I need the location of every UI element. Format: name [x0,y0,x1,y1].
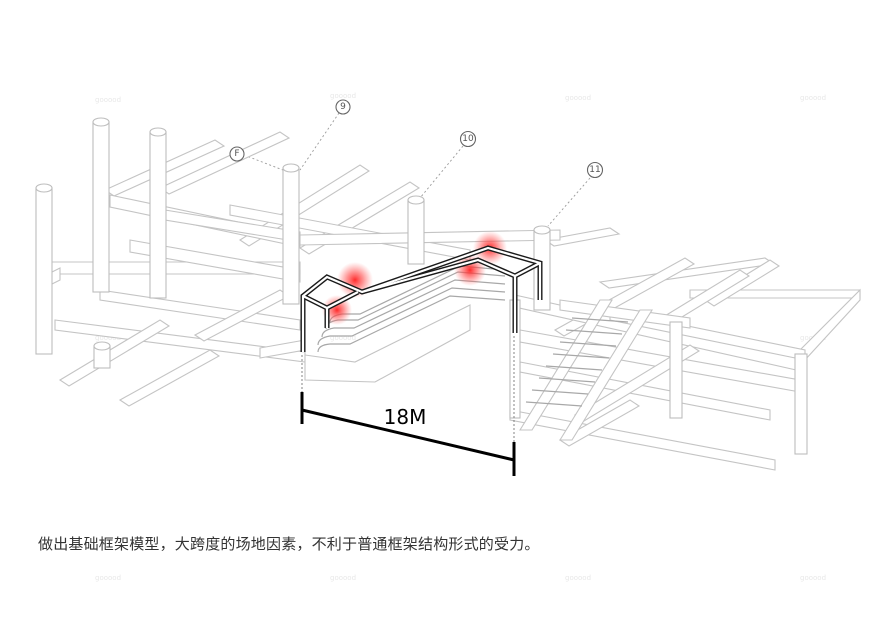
grid-axis-10: 10 [459,130,477,148]
column [93,341,111,369]
grid-axis-11: 11 [586,161,604,179]
svg-text:gooood: gooood [565,574,591,582]
grid-axis-lines [243,112,591,227]
highlighted-span-frame [300,245,543,352]
grid-axis-label: 10 [462,134,474,144]
grid-axis-f: F [229,146,245,162]
column [282,163,300,305]
grid-axis-bubble-icon [459,130,477,148]
svg-text:gooood: gooood [330,574,356,582]
diagram-caption: 做出基础框架模型，大跨度的场地因素，不利于普通框架结构形式的受力。 [38,535,540,553]
column [92,117,110,293]
svg-text:gooood: gooood [95,96,121,104]
svg-text:gooood: gooood [800,94,826,102]
grid-axis-bubble-icon [229,146,245,162]
svg-text:gooood: gooood [330,92,356,100]
grid-axis-bubble-icon [335,99,351,115]
grid-axis-bubble-icon [586,161,604,179]
span-dimension: 18M [300,336,516,476]
svg-text:gooood: gooood [800,574,826,582]
svg-text:gooood: gooood [330,334,356,342]
column [149,127,167,299]
grid-axis-label: F [234,149,239,159]
svg-text:gooood: gooood [95,574,121,582]
structure-columns [35,117,808,455]
structure-beams-diagonal [58,289,701,447]
stair-flight [519,299,653,441]
svg-text:gooood: gooood [95,334,121,342]
column [35,183,53,355]
span-dimension-label: 18M [384,405,427,429]
svg-text:gooood: gooood [565,94,591,102]
grid-axis-label: 11 [589,165,600,175]
grid-axis-9: 9 [335,99,351,115]
column [407,195,425,265]
column [794,353,808,455]
column [669,321,683,419]
grid-axis-label: 9 [340,102,346,112]
